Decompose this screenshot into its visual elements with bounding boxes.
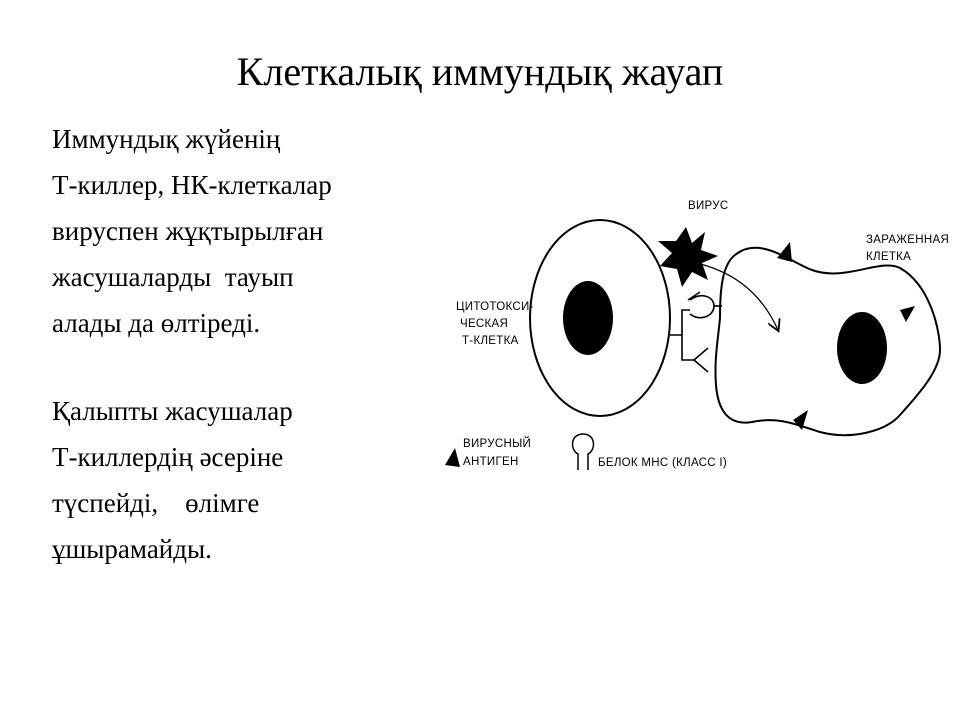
viral-antigen-icon: [777, 242, 792, 262]
text-line: түспейді, өлімге: [52, 488, 260, 518]
virus-icon: [658, 227, 718, 287]
infected-cell-label: КЛЕТКА: [866, 251, 911, 263]
paragraph-killer-cells: Иммундық жүйенің Т-киллер, НК-клеткалар …: [52, 116, 432, 346]
virus-label: ВИРУС: [688, 200, 728, 212]
viral-antigen-icon: [793, 410, 808, 430]
viral-antigen-icon: [900, 306, 915, 322]
text-line: Иммундық жүйенің: [52, 124, 281, 154]
t-cell-label: ЦИТОТОКСИ-: [456, 301, 534, 313]
immune-response-diagram: ВИРУС ЗАРАЖЕННАЯ КЛЕТКА ЦИТОТОКСИ- ЧЕСКА…: [420, 180, 960, 500]
text-line: вируспен жұқтырылған: [52, 216, 324, 246]
infected-cell: [714, 246, 942, 437]
slide-title: Клеткалық иммундық жауап: [236, 49, 724, 94]
infected-cell-nucleus: [837, 312, 887, 384]
text-line: жасушаларды тауып: [52, 262, 294, 292]
legend-viral-antigen-label: АНТИГЕН: [463, 456, 519, 468]
t-cell-label: Т-КЛЕТКА: [462, 335, 519, 347]
text-line: ұшырамайды.: [52, 534, 212, 564]
text-line: Қалыпты жасушалар: [52, 396, 293, 426]
legend-mhc-icon: [571, 433, 595, 470]
mhc-receptor-complex: [670, 291, 722, 373]
paragraph-normal-cells: Қалыпты жасушалар Т-киллердің әсеріне тү…: [52, 388, 432, 572]
text-line: Т-киллердің әсеріне: [52, 442, 284, 472]
legend-viral-antigen-icon: [445, 448, 460, 467]
text-line: Т-киллер, НК-клеткалар: [52, 170, 332, 200]
legend-viral-antigen-label: ВИРУСНЫЙ: [463, 437, 531, 450]
t-cell-nucleus: [563, 281, 613, 355]
virus-path-arrow: [691, 261, 778, 330]
infected-cell-label: ЗАРАЖЕННАЯ: [866, 234, 949, 246]
t-cell-label: ЧЕСКАЯ: [460, 318, 508, 330]
text-line: алады да өлтіреді.: [52, 308, 261, 338]
legend-mhc-label: БЕЛОК МНС (КЛАСС I): [598, 457, 727, 469]
body-text: Иммундық жүйенің Т-киллер, НК-клеткалар …: [52, 116, 432, 572]
